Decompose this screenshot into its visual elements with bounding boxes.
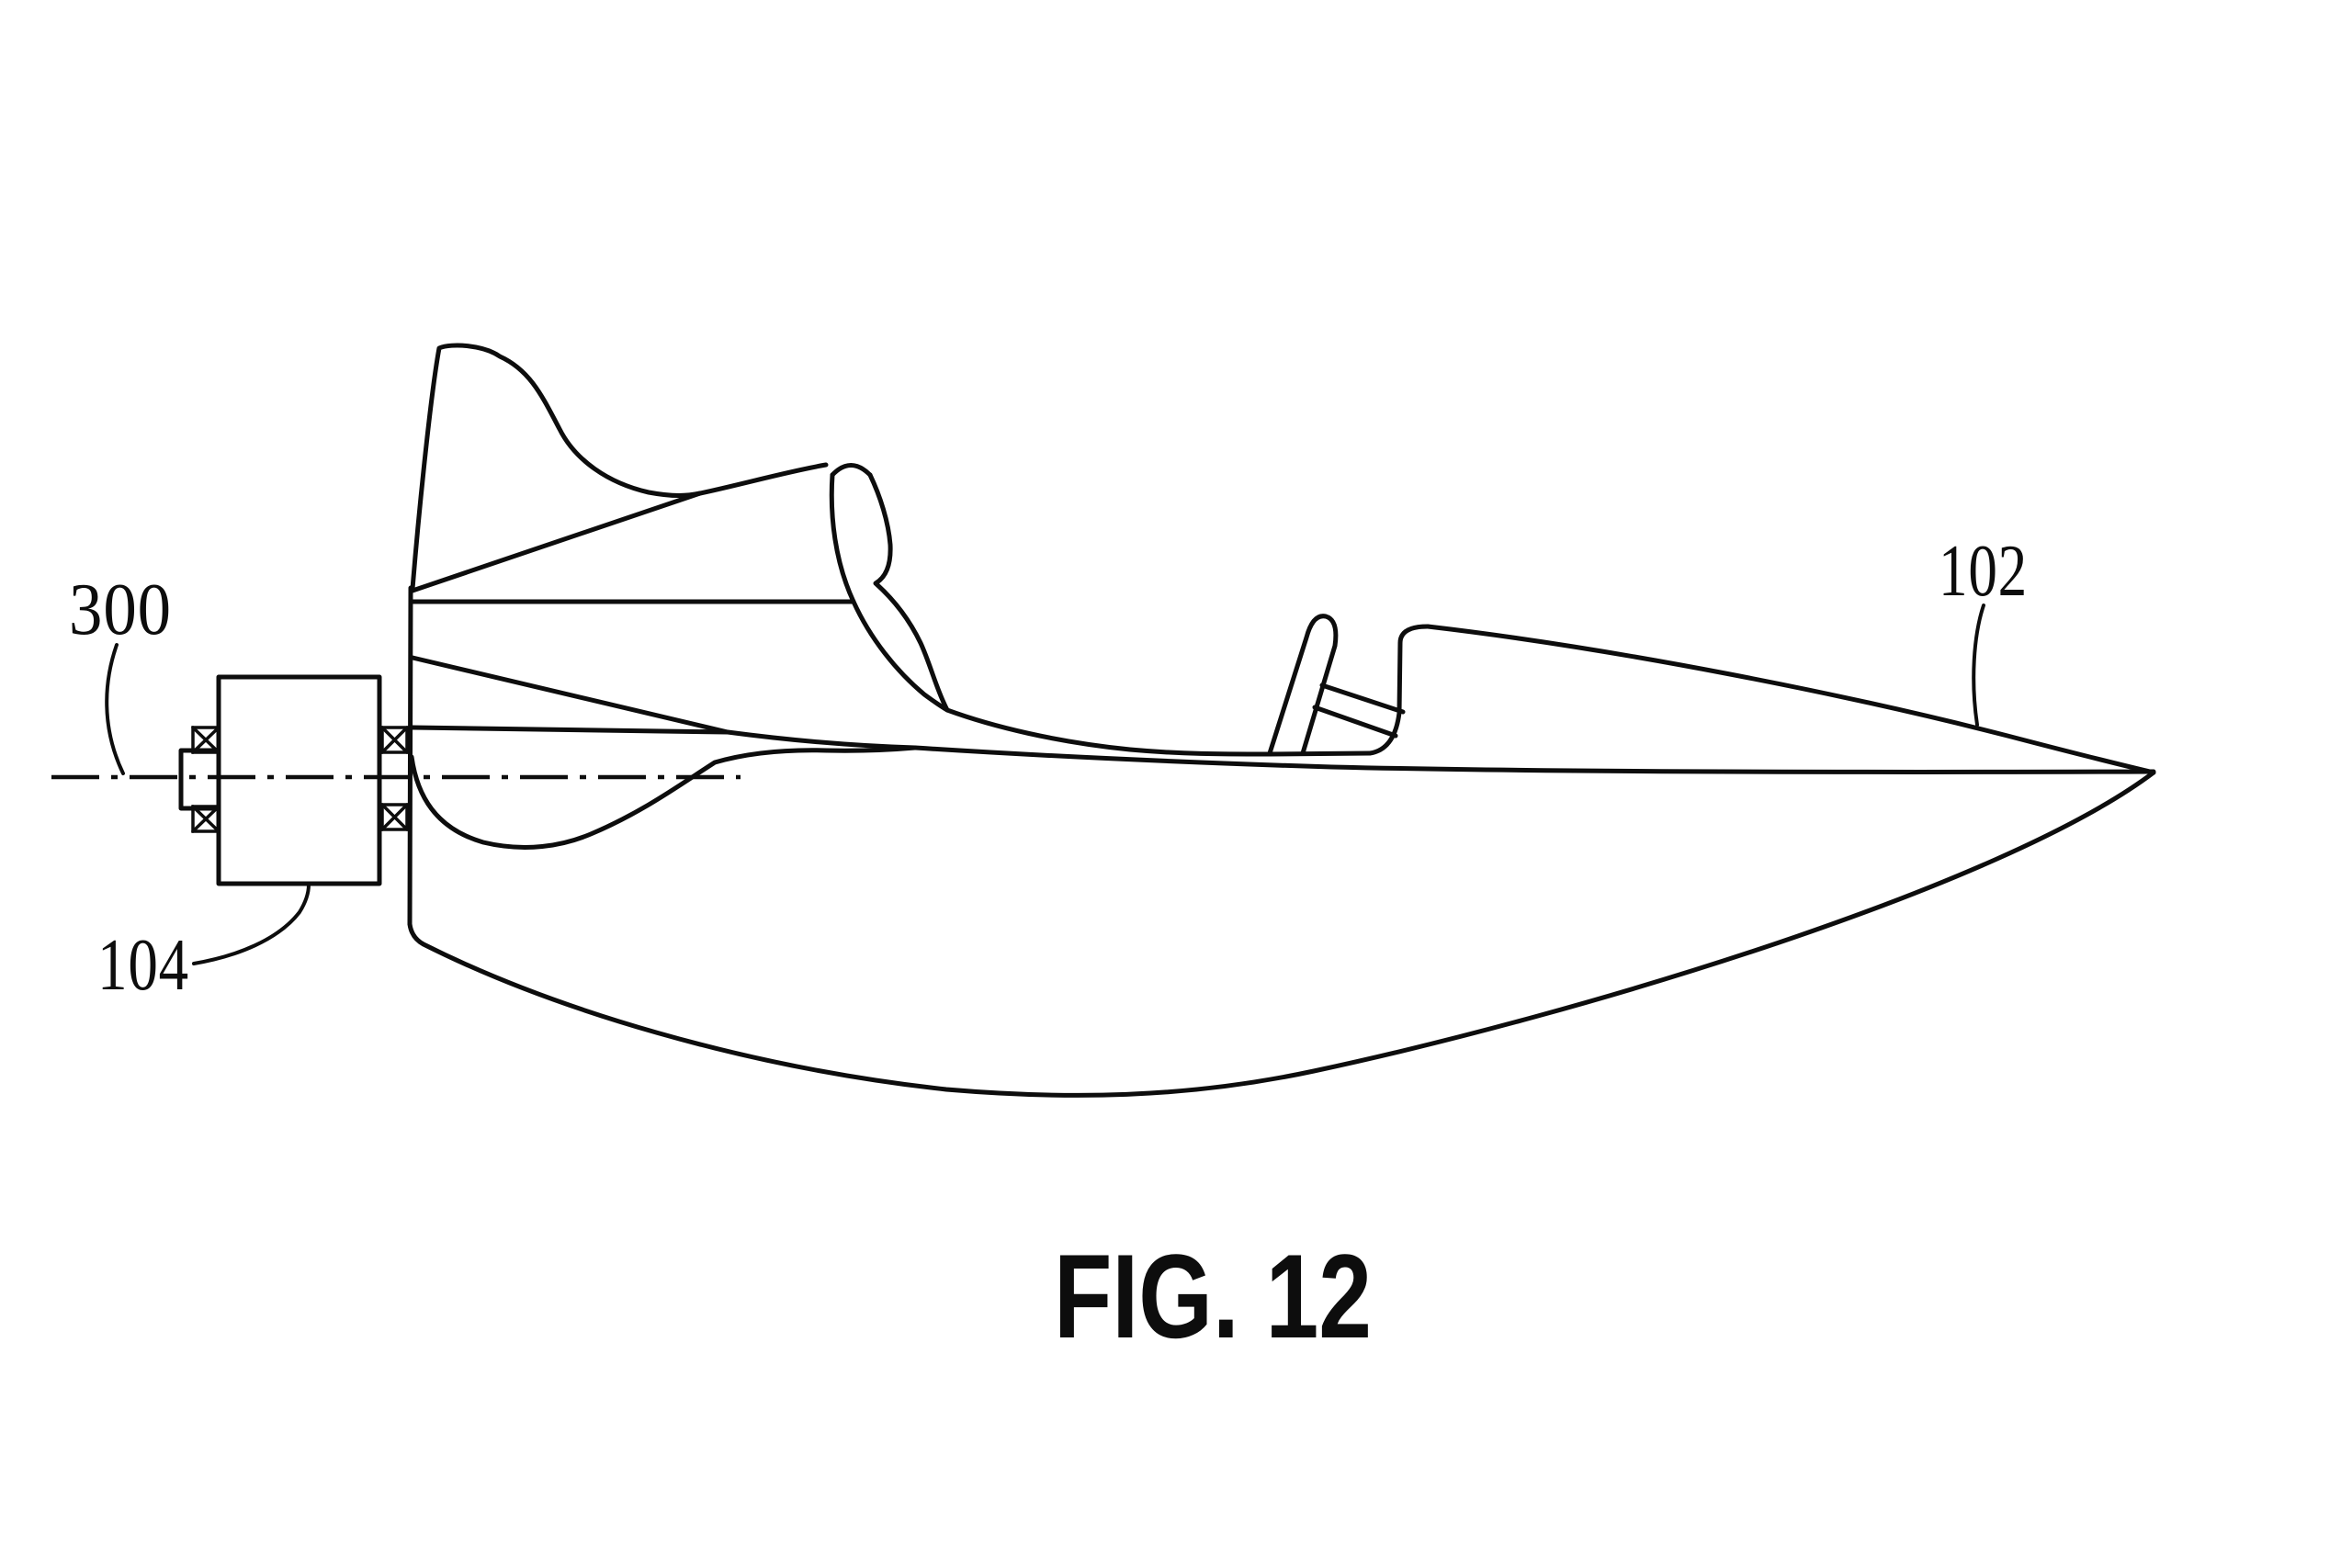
hull-bottom-line <box>407 770 2156 1098</box>
tail-fin <box>410 343 829 592</box>
foredeck-line <box>1425 624 2156 775</box>
coupling-bearing-bottom-right <box>380 803 409 831</box>
hull-outline <box>407 343 2156 1098</box>
steering-column <box>1267 614 1339 756</box>
leader-line-104 <box>192 883 311 965</box>
steering-wheel-rim-upper <box>1319 682 1406 715</box>
reference-numeral-102: 102 <box>1939 531 2028 612</box>
cockpit <box>829 463 1430 757</box>
seat-back-rear-face <box>829 472 950 713</box>
figure-caption: FIG. 12 <box>1054 1229 1372 1363</box>
coupling-bearing-top-right <box>380 726 409 754</box>
sponson-top-line <box>410 725 730 735</box>
coupling-bearing-top-left <box>191 726 220 754</box>
motor-box <box>216 674 382 886</box>
cockpit-floor-line <box>944 707 1373 757</box>
steering-wheel-rim-lower <box>1312 705 1398 739</box>
reference-numeral-104: 104 <box>97 925 189 1006</box>
coupling-bearing-bottom-left <box>191 805 220 833</box>
seat-back-top <box>830 463 873 478</box>
stern-diagonal-line <box>410 655 918 750</box>
sheer-diagonal-line <box>410 491 703 593</box>
leader-line-300 <box>105 643 125 775</box>
chine-line <box>912 745 2156 774</box>
coaming-profile <box>1367 624 1430 756</box>
sponson-cutout-curve <box>409 745 918 850</box>
drive-unit <box>51 674 741 886</box>
leader-line-102 <box>1972 604 1985 727</box>
shaft-housing-box <box>178 748 221 811</box>
reference-numeral-300: 300 <box>69 570 172 650</box>
annotations: 300 104 102 FIG. 12 <box>69 531 2028 1363</box>
seat-back-front-face <box>867 472 950 713</box>
